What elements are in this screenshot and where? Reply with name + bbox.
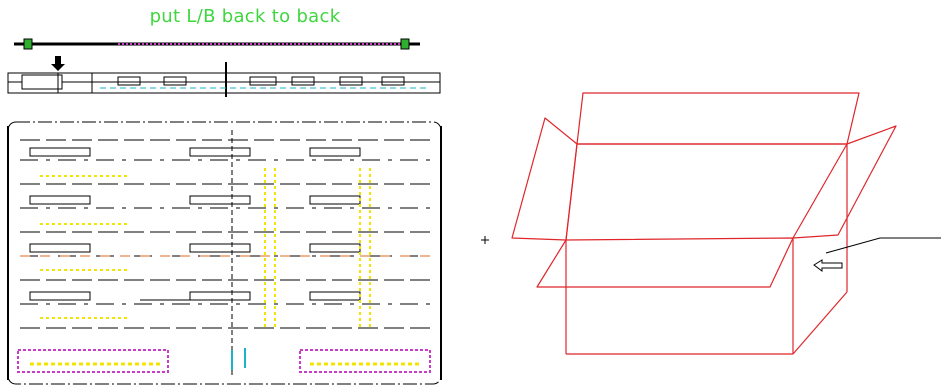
instruction-caption: put L/B back to back	[149, 6, 341, 27]
leader-line	[825, 237, 941, 254]
lightbar-top-view	[7, 62, 441, 97]
carton-front-flap	[536, 237, 794, 288]
down-arrow-icon	[51, 56, 65, 71]
open-carton	[511, 92, 897, 355]
lightbar-stack	[7, 121, 442, 385]
carton-left-flap	[511, 117, 578, 241]
left-hollow-arrow-icon	[813, 259, 843, 272]
carton-right-flap	[792, 125, 897, 239]
carton-back-flap	[576, 92, 860, 145]
lightbar-side-view	[14, 38, 420, 50]
insert-mark	[481, 236, 489, 244]
